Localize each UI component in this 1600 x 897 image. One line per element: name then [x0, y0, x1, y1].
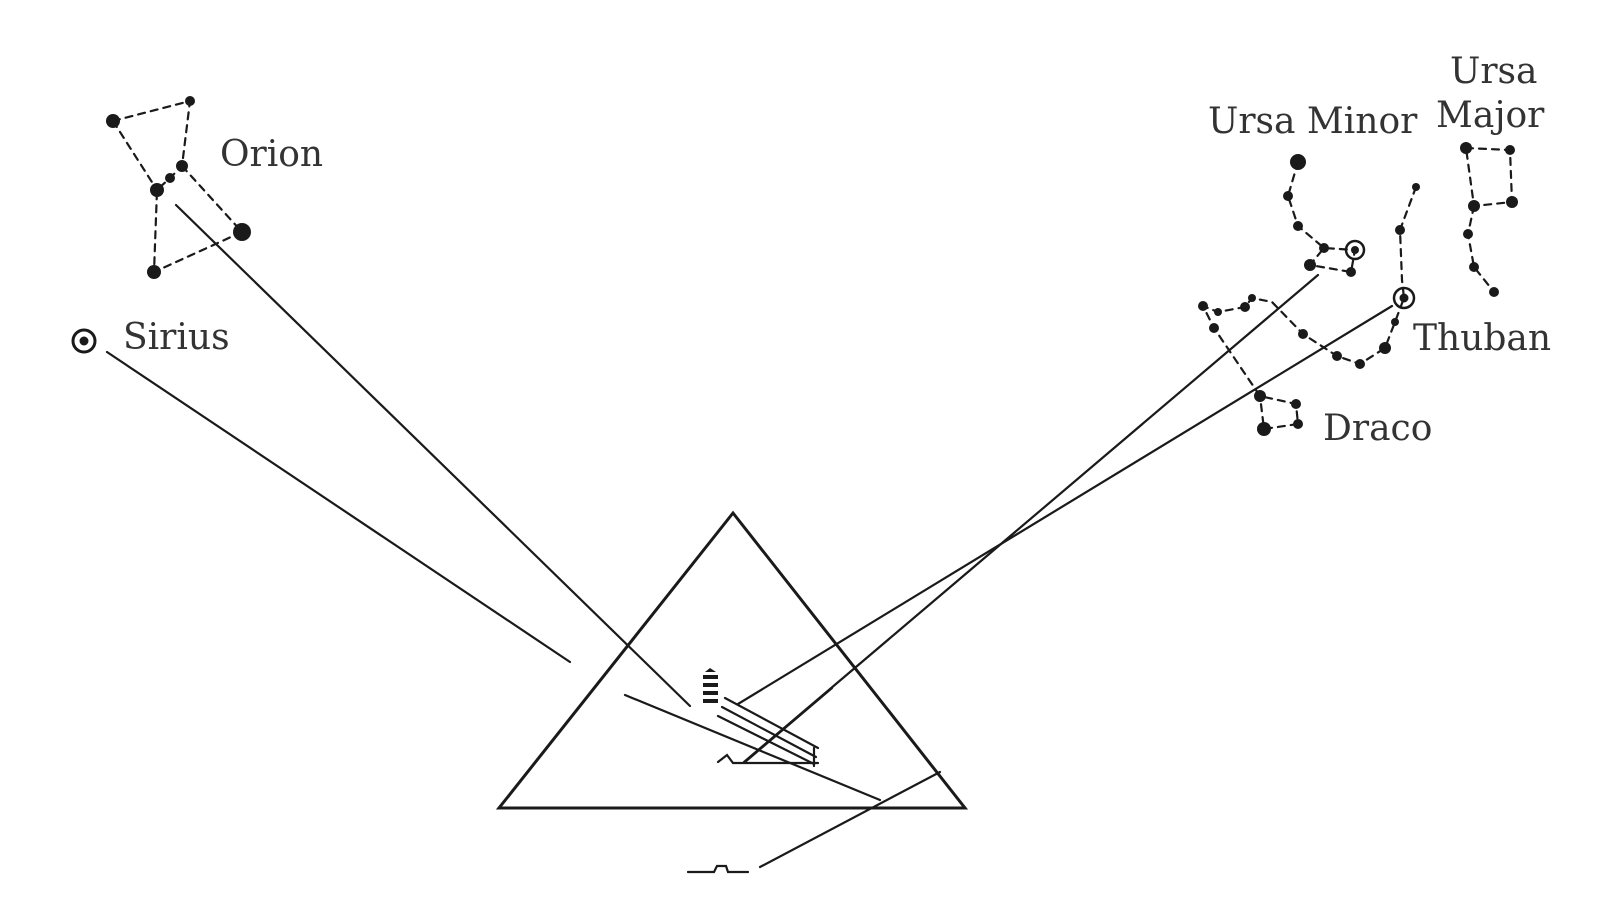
queens-chamber-passage — [716, 753, 820, 765]
orion-star — [150, 183, 164, 197]
draco-star — [1332, 351, 1342, 361]
orion-label: Orion — [220, 134, 323, 175]
draco-star — [1293, 419, 1303, 429]
draco-star — [1209, 323, 1219, 333]
ursa-major-constellation — [1460, 142, 1518, 297]
kings-chamber — [703, 668, 718, 703]
ursa-major-label-line2: Major — [1436, 95, 1545, 136]
draco-star — [1214, 308, 1222, 316]
ursa-major-star — [1460, 142, 1472, 154]
orion-star — [233, 223, 251, 241]
ursa-major-star — [1489, 287, 1499, 297]
orion-sight-line — [174, 203, 692, 708]
grand-gallery-lower — [716, 714, 816, 766]
draco-star — [1391, 318, 1399, 326]
ursa-major-star — [1506, 196, 1518, 208]
draco-star — [1248, 294, 1256, 302]
ursa-minor-star — [1293, 221, 1303, 231]
grand-gallery-mid — [720, 705, 818, 759]
pyramid — [495, 510, 969, 874]
orion-star — [147, 265, 161, 279]
draco-star — [1257, 422, 1271, 436]
ursa-major-star — [1468, 200, 1480, 212]
draco-label: Draco — [1323, 408, 1432, 449]
ursa-major-star — [1463, 229, 1473, 239]
sirius-sight-line — [105, 350, 572, 664]
ursa-minor-star — [1290, 154, 1306, 170]
orion-constellation — [106, 96, 251, 279]
orion-star — [106, 114, 120, 128]
draco-star — [1240, 302, 1250, 312]
ascending-passage — [743, 686, 834, 764]
orion-star — [185, 96, 195, 106]
sirius-star — [71, 328, 97, 354]
ursa-minor-sight-line — [742, 273, 1320, 764]
draco-star — [1298, 329, 1308, 339]
draco-star — [1254, 390, 1266, 402]
labels: Orion Sirius Ursa Minor Ursa Major Thuba… — [123, 51, 1551, 449]
orion-star — [165, 173, 175, 183]
orion-star — [176, 160, 188, 172]
sight-lines — [105, 203, 1394, 869]
draco-star — [1355, 359, 1365, 369]
thuban-label: Thuban — [1413, 318, 1551, 359]
draco-star — [1198, 301, 1208, 311]
thuban-star — [1392, 286, 1416, 310]
draco-star — [1395, 225, 1405, 235]
ursa-minor-constellation — [1283, 154, 1366, 277]
ursa-minor-star — [1304, 259, 1316, 271]
draco-star — [1291, 399, 1301, 409]
ursa-minor-star — [1319, 243, 1329, 253]
descending-passage-line — [623, 693, 882, 802]
draco-star — [1379, 342, 1391, 354]
draco-star — [1412, 183, 1420, 191]
subterranean-chamber — [686, 864, 750, 874]
thuban-sight-line — [736, 304, 1394, 706]
grand-gallery-upper — [723, 696, 820, 750]
ursa-major-label-line1: Ursa — [1450, 51, 1538, 92]
pyramid-outline — [495, 510, 969, 810]
polaris-star — [1344, 239, 1366, 261]
draco-constellation — [1198, 183, 1420, 436]
ursa-minor-star — [1346, 267, 1356, 277]
ursa-major-star — [1505, 145, 1515, 155]
ursa-minor-label: Ursa Minor — [1208, 101, 1418, 142]
ursa-major-star — [1469, 262, 1479, 272]
sirius-label: Sirius — [123, 317, 230, 358]
subterranean-line — [758, 770, 942, 869]
ursa-minor-star — [1283, 191, 1293, 201]
